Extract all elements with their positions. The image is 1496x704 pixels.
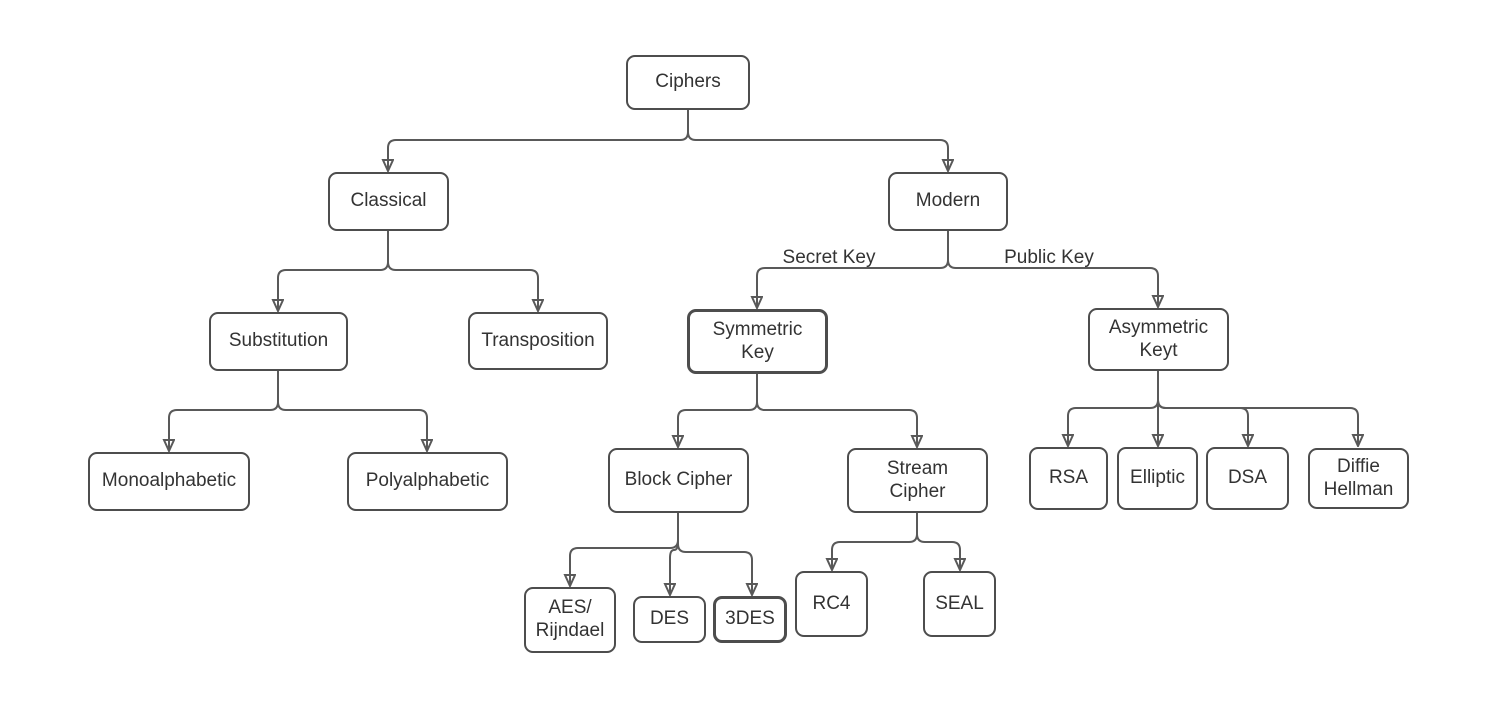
node-seal-label: SEAL (935, 592, 984, 614)
node-des-label: DES (649, 608, 690, 630)
node-substitution: Substitution (209, 312, 348, 371)
node-aes-rijndael-label: AES/Rijndael (535, 597, 605, 641)
node-rc4-label: RC4 (812, 592, 851, 614)
node-dsa: DSA (1206, 447, 1289, 510)
edge-classical-transposition (387, 231, 538, 310)
node-des: DES (633, 596, 706, 643)
edge-substitution-polyalphabetic (277, 371, 427, 450)
node-elliptic: Elliptic (1117, 447, 1198, 510)
edge-symmetric-stream-cipher (756, 374, 917, 446)
edge-block-aes-rijndael (570, 513, 679, 585)
node-substitution-label: Substitution (228, 330, 329, 352)
node-ciphers: Ciphers (626, 55, 750, 110)
edge-block-des (670, 513, 679, 594)
node-modern-label: Modern (915, 190, 981, 212)
edge-modern-asymmetric-key (947, 231, 1158, 306)
edge-ciphers-modern (687, 110, 948, 170)
node-aes-rijndael: AES/Rijndael (524, 587, 616, 653)
node-classical: Classical (328, 172, 449, 231)
edge-stream-rc4 (832, 513, 918, 569)
node-seal: SEAL (923, 571, 996, 637)
edge-classical-substitution (278, 231, 389, 310)
node-elliptic-label: Elliptic (1130, 467, 1185, 489)
edge-ciphers-classical (388, 110, 689, 170)
node-rc4: RC4 (795, 571, 868, 637)
node-block-cipher-label: Block Cipher (624, 469, 733, 491)
node-3des: 3DES (713, 596, 787, 643)
node-transposition: Transposition (468, 312, 608, 370)
node-transposition-label: Transposition (481, 329, 595, 351)
node-polyalphabetic: Polyalphabetic (347, 452, 508, 511)
edge-block-3des (677, 513, 752, 594)
edge-asymmetric-rsa (1068, 371, 1159, 445)
edge-label-public-key: Public Key (1004, 247, 1094, 268)
node-block-cipher: Block Cipher (608, 448, 749, 513)
node-classical-label: Classical (350, 190, 427, 212)
edge-modern-symmetric-key (757, 231, 949, 307)
node-3des-label: 3DES (725, 608, 775, 630)
node-monoalphabetic: Monoalphabetic (88, 452, 250, 511)
node-dsa-label: DSA (1227, 467, 1268, 489)
edge-asymmetric-diffie-hellman (1157, 371, 1358, 445)
edge-symmetric-block-cipher (678, 374, 758, 446)
node-rsa-label: RSA (1048, 467, 1089, 489)
edge-substitution-monoalphabetic (169, 371, 279, 450)
node-polyalphabetic-label: Polyalphabetic (365, 470, 490, 492)
node-rsa: RSA (1029, 447, 1108, 510)
node-monoalphabetic-label: Monoalphabetic (101, 470, 237, 492)
edge-label-secret-key: Secret Key (782, 247, 876, 268)
node-ciphers-label: Ciphers (655, 71, 721, 93)
edge-stream-seal (916, 513, 960, 569)
node-modern: Modern (888, 172, 1008, 231)
